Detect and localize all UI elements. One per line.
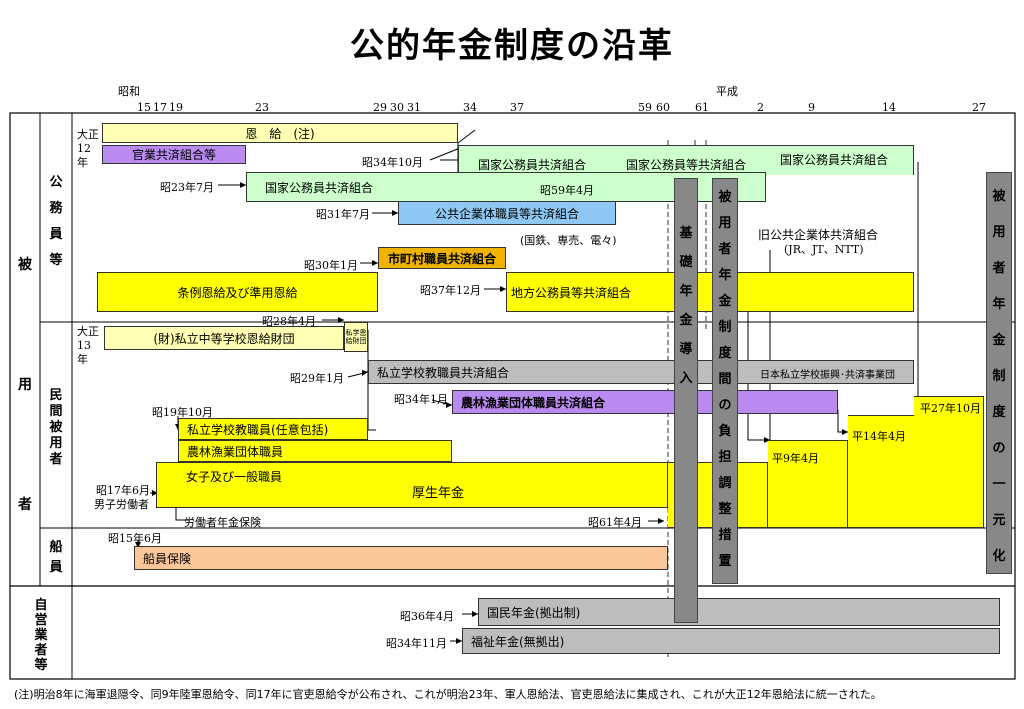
label-kyu-kokyo-sub: (JR、JT、NTT) [784, 243, 864, 256]
label-taisho12: 大正12年 [77, 128, 99, 169]
bar-jorei: 条例恩給及び準用恩給 [97, 272, 378, 312]
bar-shichoson: 市町村職員共済組合 [378, 247, 506, 269]
label-s36-4: 昭36年4月 [400, 610, 454, 623]
bar-h14 [848, 415, 918, 528]
label-h27-10: 平27年10月 [920, 402, 981, 415]
label-kyu-kokyo: 旧公共企業体共済組合 [758, 228, 879, 242]
bar-kangyo: 官業共済組合等 [102, 145, 246, 164]
vbar-ichigen: 被用者年金制度の一元化 [986, 172, 1012, 574]
label-s34-10: 昭34年10月 [362, 156, 423, 169]
label-s19-10: 昭19年10月 [152, 406, 213, 419]
bar-shigaku-onkyu: 私学恩給財団 [344, 322, 368, 352]
axis-year: 17 [153, 101, 167, 114]
bar-shiritsu-chuto: (財)私立中等学校恩給財団 [104, 326, 344, 350]
bar-kosei [156, 462, 668, 508]
bar-norin-kumiai: 農林漁業団体職員共済組合 [452, 390, 838, 414]
label-rodosha: 労働者年金保険 [184, 516, 261, 529]
label-joshi: 女子及び一般職員 [186, 470, 283, 484]
axis-year: 61 [695, 101, 709, 114]
bar-senin-hoken: 船員保険 [134, 546, 668, 570]
axis-year: 23 [255, 101, 269, 114]
vbar-kiso-text: 基礎年金導入 [679, 226, 693, 386]
axis-year: 30 [390, 101, 404, 114]
vbar-futan: 被用者年金制度間の負担調整措置 [712, 178, 738, 584]
bar-h9 [768, 440, 848, 528]
bar-kokyo: 公共企業体職員等共済組合 [398, 201, 616, 225]
label-kokka2: 国家公務員共済組合 [478, 158, 587, 172]
axis-year: 29 [373, 101, 387, 114]
bar-norin-shokuin: 農林漁業団体職員 [178, 440, 452, 462]
footnote: (注)明治8年に海軍退隠令、同9年陸軍恩給令、同17年に官吏恩給令が公布され、こ… [14, 688, 882, 701]
label-kokka-to: 国家公務員等共済組合 [626, 158, 747, 172]
label-danshi: 男子労働者 [94, 498, 149, 511]
label-s34-11: 昭34年11月 [386, 637, 447, 650]
axis-year: 2 [757, 101, 764, 114]
axis-year: 34 [463, 101, 477, 114]
label-s17-6: 昭17年6月 [96, 484, 150, 497]
vbar-kiso: 基礎年金導入 [674, 178, 698, 623]
bar-shiritsu-kyoin: 私立学校教職員共済組合 [368, 360, 914, 384]
label-s28-4: 昭28年4月 [262, 315, 316, 328]
bar-fukushi: 福祉年金(無拠出) [462, 628, 1000, 654]
bar-onkyu: 恩 給 (注) [102, 123, 458, 143]
label-s29-1: 昭29年1月 [290, 372, 344, 385]
label-s23-7: 昭23年7月 [160, 181, 214, 194]
axis-era-heisei: 平成 [716, 85, 738, 98]
page-title: 公的年金制度の沿革 [350, 26, 674, 66]
axis-year: 9 [808, 101, 815, 114]
bar-kokumin: 国民年金(拠出制) [478, 598, 1000, 626]
axis-year: 14 [882, 101, 896, 114]
vbar-ichigen-text: 被用者年金制度の一元化 [992, 189, 1006, 564]
bar-chiho: 地方公務員等共済組合 [506, 272, 914, 312]
bar-h27 [914, 396, 984, 528]
axis-year: 27 [972, 101, 986, 114]
axis-year: 19 [169, 101, 183, 114]
row-header-komuin: 公務員等 [49, 175, 63, 268]
label-kokyo-note: (国鉄、専売、電々) [520, 234, 617, 247]
axis-year: 15 [137, 101, 151, 114]
label-taisho13: 大正13年 [77, 325, 99, 366]
row-header-minkan: 民間被用者 [49, 388, 63, 467]
label-h14-4: 平14年4月 [852, 430, 906, 443]
bar-kokka-upper [458, 145, 914, 175]
bar-shiritsu-nin: 私立学校教職員(任意包括) [178, 418, 368, 440]
label-kokka3: 国家公務員共済組合 [780, 153, 889, 167]
axis-year: 37 [510, 101, 524, 114]
label-s15-6: 昭15年6月 [108, 532, 162, 545]
vbar-futan-text: 被用者年金制度間の負担調整措置 [718, 190, 732, 569]
label-s34-1: 昭34年1月 [394, 393, 448, 406]
label-nihon-shiritsu: 日本私立学校振興･共済事業団 [760, 370, 895, 381]
label-s37-12: 昭37年12月 [420, 284, 481, 297]
label-kosei: 厚生年金 [412, 486, 465, 501]
label-s30-1: 昭30年1月 [304, 259, 358, 272]
axis-year: 60 [656, 101, 670, 114]
label-s31-7: 昭31年7月 [316, 208, 370, 221]
axis-era-showa: 昭和 [118, 85, 140, 98]
row-header-senin: 船員 [49, 540, 63, 575]
label-s61-4: 昭61年4月 [588, 516, 642, 529]
axis-year: 59 [638, 101, 652, 114]
label-h9-4: 平9年4月 [772, 452, 819, 465]
axis-year: 31 [407, 101, 421, 114]
label-s59-4: 昭59年4月 [540, 184, 594, 197]
row-header-hiyosha: 被用者 [18, 257, 32, 513]
row-header-jieigyo: 自営業者等 [34, 598, 48, 673]
